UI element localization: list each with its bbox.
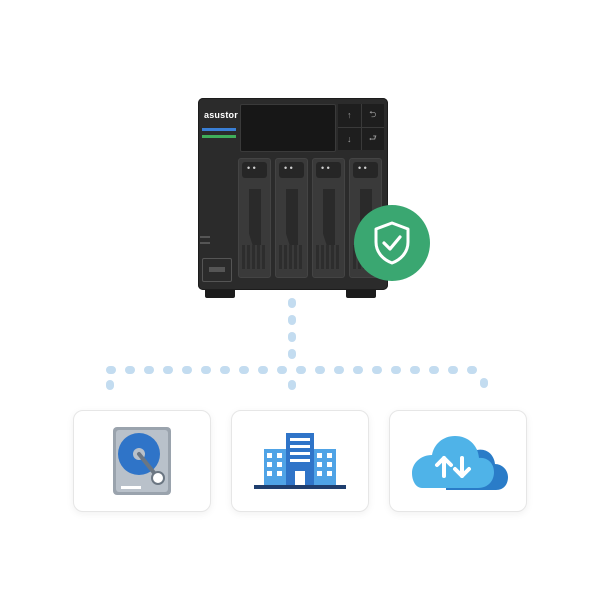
- office-card: [231, 410, 369, 512]
- connector-dot: [288, 298, 296, 308]
- side-vent: [200, 236, 210, 238]
- device-foot: [346, 290, 376, 298]
- local-backup-card: [73, 410, 211, 512]
- control-buttons: ↑ ⮌ ↓ ⮐: [338, 104, 384, 150]
- drive-bay: [312, 158, 345, 278]
- connector-dot: [106, 380, 114, 390]
- connector-dot: [144, 366, 154, 374]
- status-led-blue: [202, 128, 236, 131]
- drive-bay: [275, 158, 308, 278]
- connector-dot: [288, 380, 296, 390]
- connector-dot: [315, 366, 325, 374]
- connector-dot: [277, 366, 287, 374]
- connector-dot: [258, 366, 268, 374]
- connector-dot: [429, 366, 439, 374]
- connector-dot: [372, 366, 382, 374]
- connector-dot: [125, 366, 135, 374]
- usb-port: [202, 258, 232, 282]
- connector-dot: [467, 366, 477, 374]
- hard-disk-icon: [113, 427, 171, 495]
- status-led-green: [202, 135, 236, 138]
- connector-dot: [220, 366, 230, 374]
- connector-dot: [391, 366, 401, 374]
- connector-dot: [480, 378, 488, 388]
- connector-dot: [334, 366, 344, 374]
- connector-dot: [239, 366, 249, 374]
- connector-dot: [288, 349, 296, 359]
- connector-dot: [353, 366, 363, 374]
- connector-dot: [163, 366, 173, 374]
- connector-dot: [410, 366, 420, 374]
- connector-dot: [288, 315, 296, 325]
- up-button: ↑: [338, 104, 361, 127]
- connector-dot: [201, 366, 211, 374]
- device-foot: [205, 290, 235, 298]
- cloud-card: [389, 410, 527, 512]
- connector-dot: [182, 366, 192, 374]
- shield-check-icon: [354, 205, 430, 281]
- back-button: ⮌: [361, 104, 384, 127]
- office-building-icon: [254, 433, 346, 489]
- connector-dot: [106, 366, 116, 374]
- down-button: ↓: [338, 127, 361, 150]
- connector-dot: [288, 332, 296, 342]
- connector-dot: [296, 366, 306, 374]
- side-vent: [200, 242, 210, 244]
- connector-dot: [448, 366, 458, 374]
- lcd-screen: [240, 104, 336, 152]
- enter-button: ⮐: [361, 127, 384, 150]
- drive-bay: [238, 158, 271, 278]
- nas-device: asustor ↑ ⮌ ↓ ⮐: [198, 98, 388, 290]
- brand-label: asustor: [204, 110, 238, 120]
- cloud-sync-icon: [412, 436, 508, 490]
